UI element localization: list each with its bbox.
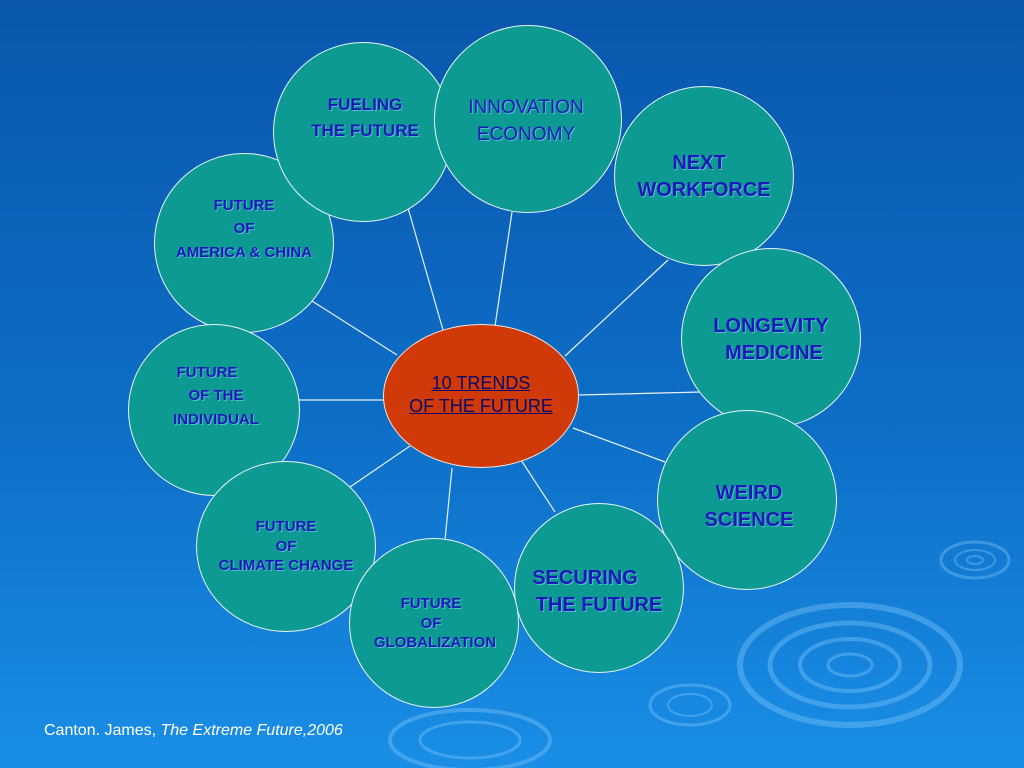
center-line-2: OF THE FUTURE bbox=[409, 396, 553, 417]
node-label-securing-the-future: SECURING THE FUTURE bbox=[516, 565, 682, 619]
node-line: LONGEVITY bbox=[713, 315, 829, 337]
connector-climate bbox=[349, 445, 411, 488]
node-line: ECONOMY bbox=[476, 123, 576, 145]
node-line: NEXT bbox=[672, 152, 726, 174]
node-line: THE FUTURE bbox=[311, 121, 419, 141]
node-line: INNOVATION bbox=[468, 97, 584, 118]
node-line: WEIRD bbox=[715, 482, 783, 504]
node-label-future-of-climate-change: FUTURE OF CLIMATE CHANGE bbox=[198, 517, 374, 576]
connector-america-china bbox=[311, 300, 398, 356]
node-line: WORKFORCE bbox=[637, 179, 771, 201]
node-line: FUTURE bbox=[255, 518, 317, 535]
node-line: FUTURE bbox=[213, 197, 275, 214]
node-line: CLIMATE CHANGE bbox=[218, 557, 354, 574]
citation-author: Canton. James, bbox=[44, 722, 161, 739]
connector-innovation bbox=[494, 211, 513, 327]
center-line-1: 10 TRENDS bbox=[431, 373, 531, 393]
node-label-weird-science: WEIRD SCIENCE bbox=[677, 480, 821, 534]
node-label-future-of-the-individual: FUTURE OF THE INDIVIDUAL bbox=[146, 361, 286, 431]
node-line: OF THE bbox=[188, 387, 244, 405]
node-line: MEDICINE bbox=[725, 342, 823, 364]
node-line: GLOBALIZATION bbox=[373, 634, 497, 651]
node-label-future-of-america-china: FUTURE OF AMERICA & CHINA bbox=[150, 194, 338, 264]
node-circle-fueling-the-future bbox=[273, 42, 453, 222]
node-circle-longevity-medicine bbox=[681, 248, 861, 428]
connector-workforce bbox=[564, 259, 669, 357]
connector-fueling bbox=[407, 207, 444, 331]
node-line: THE FUTURE bbox=[535, 594, 663, 616]
node-circle-innovation-economy bbox=[434, 25, 622, 213]
connector-globalization bbox=[444, 467, 453, 541]
node-line: OF bbox=[420, 614, 442, 632]
node-label-longevity-medicine: LONGEVITY MEDICINE bbox=[688, 313, 854, 367]
node-label-innovation-economy: INNOVATION ECONOMY bbox=[446, 95, 606, 148]
connector-weird-science bbox=[572, 427, 666, 463]
center-node-label: 10 TRENDS OF THE FUTURE bbox=[383, 372, 579, 419]
node-circle-weird-science bbox=[657, 410, 837, 590]
node-label-fueling-the-future: FUELING THE FUTURE bbox=[295, 92, 435, 145]
node-line: SECURING bbox=[532, 567, 638, 589]
node-line: SCIENCE bbox=[704, 509, 794, 531]
citation-title: The Extreme Future,2006 bbox=[160, 722, 343, 739]
node-line: FUTURE bbox=[400, 595, 462, 612]
center-node-circle bbox=[383, 324, 579, 468]
node-line: FUELING bbox=[327, 95, 403, 114]
node-label-future-of-globalization: FUTURE OF GLOBALIZATION bbox=[352, 594, 518, 653]
node-line: FUTURE bbox=[176, 364, 238, 381]
citation: Canton. James, The Extreme Future,2006 bbox=[44, 722, 343, 740]
node-line: INDIVIDUAL bbox=[173, 410, 259, 428]
node-circle-next-workforce bbox=[614, 86, 794, 266]
connector-longevity bbox=[577, 391, 703, 396]
node-label-next-workforce: NEXT WORKFORCE bbox=[618, 150, 790, 204]
node-circle-future-of-globalization bbox=[349, 538, 519, 708]
node-line: AMERICA & CHINA bbox=[175, 243, 313, 261]
node-circle-securing-the-future bbox=[514, 503, 684, 673]
connector-securing bbox=[520, 459, 556, 513]
node-line: OF bbox=[275, 537, 297, 555]
node-circle-future-of-climate-change bbox=[196, 461, 376, 632]
node-line: OF bbox=[233, 220, 255, 238]
